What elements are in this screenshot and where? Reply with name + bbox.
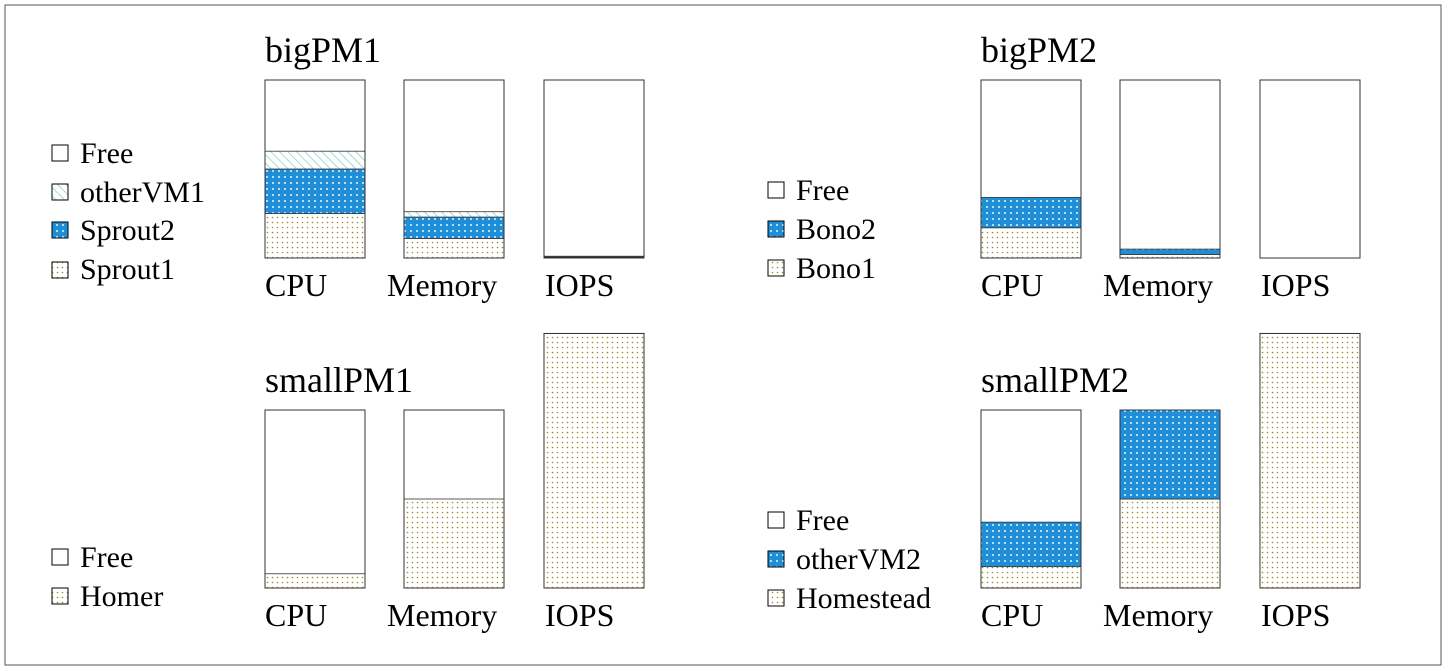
category-label: IOPS (545, 267, 614, 303)
bar-segment-sprout1-cpu (264, 213, 366, 259)
legend-swatch-blue (767, 550, 785, 568)
legend-swatch-blue (51, 221, 69, 239)
bar-segment-homer-cpu (264, 573, 366, 589)
bar-segment-sprout2-memory (403, 216, 505, 239)
legend-label: Homestead (796, 582, 931, 615)
legend-swatch-dots (51, 587, 69, 605)
legend: Free Bono2 Bono1 (767, 174, 876, 285)
panel-title: bigPM1 (265, 30, 381, 70)
legend-swatch-hatch (51, 183, 69, 201)
category-label: CPU (981, 267, 1043, 303)
legend-label: Free (796, 174, 849, 207)
legend-label: Free (796, 504, 849, 537)
category-label: Memory (1103, 267, 1213, 303)
bar-segment-homer-iops (543, 333, 645, 589)
panel-bigPM1: bigPM1 CPU Memory IOPS Free otherVM1 Spr… (51, 30, 645, 303)
legend-swatch-dots (51, 261, 69, 279)
bar-segment-bono2-memory (1119, 248, 1221, 255)
bar-segment-othervm1-cpu (264, 150, 366, 170)
bar-segment-sprout2-cpu (264, 168, 366, 214)
legend: Free Homer (51, 541, 163, 613)
category-label: CPU (265, 267, 327, 303)
category-label: IOPS (1261, 267, 1330, 303)
legend-label: Homer (80, 580, 163, 613)
bar-segment-homestead-memory (1119, 498, 1221, 589)
legend-label: Bono1 (796, 252, 876, 285)
legend-swatch-free (51, 144, 69, 162)
legend-label: otherVM2 (796, 543, 921, 576)
legend-label: Sprout1 (80, 253, 175, 286)
bar-frame-memory (403, 409, 505, 589)
panel-smallPM1: smallPM1 CPU Memory IOPS Free Homer (51, 332, 645, 633)
figure-frame (4, 4, 1442, 666)
panel-smallPM2: smallPM2 CPU Memory IOPS Free otherVM2 H… (767, 332, 1361, 633)
bar-frame-iops (543, 79, 645, 259)
legend: Free otherVM2 Homestead (767, 504, 931, 615)
legend-label: otherVM1 (80, 176, 205, 209)
bar-frame-cpu (264, 409, 366, 589)
legend: Free otherVM1 Sprout2 Sprout1 (51, 137, 205, 286)
category-label: CPU (265, 597, 327, 633)
legend-swatch-free (767, 511, 785, 529)
legend-label: Free (80, 541, 133, 574)
category-label: IOPS (545, 597, 614, 633)
bar-frame-memory (1119, 409, 1221, 589)
bar-segment-sprout1-memory (403, 238, 505, 259)
category-label: IOPS (1261, 597, 1330, 633)
bar-segment-homestead-cpu (980, 566, 1082, 589)
legend-swatch-dots (767, 589, 785, 607)
category-label: Memory (387, 267, 497, 303)
bar-segment-bono2-cpu (980, 197, 1082, 229)
panel-title: bigPM2 (981, 30, 1097, 70)
bar-frame-iops (1259, 79, 1361, 259)
bar-segment-sprout2-iops (543, 255, 645, 258)
bar-segment-othervm2-memory (1119, 409, 1221, 500)
legend-swatch-free (51, 548, 69, 566)
category-label: CPU (981, 597, 1043, 633)
bar-segment-bono1-cpu (980, 227, 1082, 259)
bar-segment-othervm1-memory (403, 211, 505, 218)
legend-label: Free (80, 137, 133, 170)
panel-title: smallPM2 (981, 360, 1129, 400)
legend-label: Bono2 (796, 213, 876, 246)
bar-frame-iops (543, 332, 645, 589)
bar-segment-homestead-iops (1259, 333, 1361, 589)
legend-label: Sprout2 (80, 214, 175, 247)
bar-frame-memory (403, 79, 505, 259)
bar-frame-cpu (980, 79, 1082, 259)
bar-segment-bono1-memory (1119, 254, 1221, 259)
bar-frame-cpu (264, 79, 366, 259)
panel-title: smallPM1 (265, 360, 413, 400)
legend-swatch-free (767, 181, 785, 199)
bar-segment-homer-memory (403, 498, 505, 589)
bar-frame-memory (1119, 79, 1221, 259)
category-label: Memory (1103, 597, 1213, 633)
panel-bigPM2: bigPM2 CPU Memory IOPS Free Bono2 Bono1 (767, 30, 1361, 303)
bar-segment-othervm2-cpu (980, 521, 1082, 568)
bar-frame-iops (1259, 332, 1361, 589)
legend-swatch-dots (767, 259, 785, 277)
category-label: Memory (387, 597, 497, 633)
legend-swatch-blue (767, 220, 785, 238)
bar-frame-cpu (980, 409, 1082, 589)
